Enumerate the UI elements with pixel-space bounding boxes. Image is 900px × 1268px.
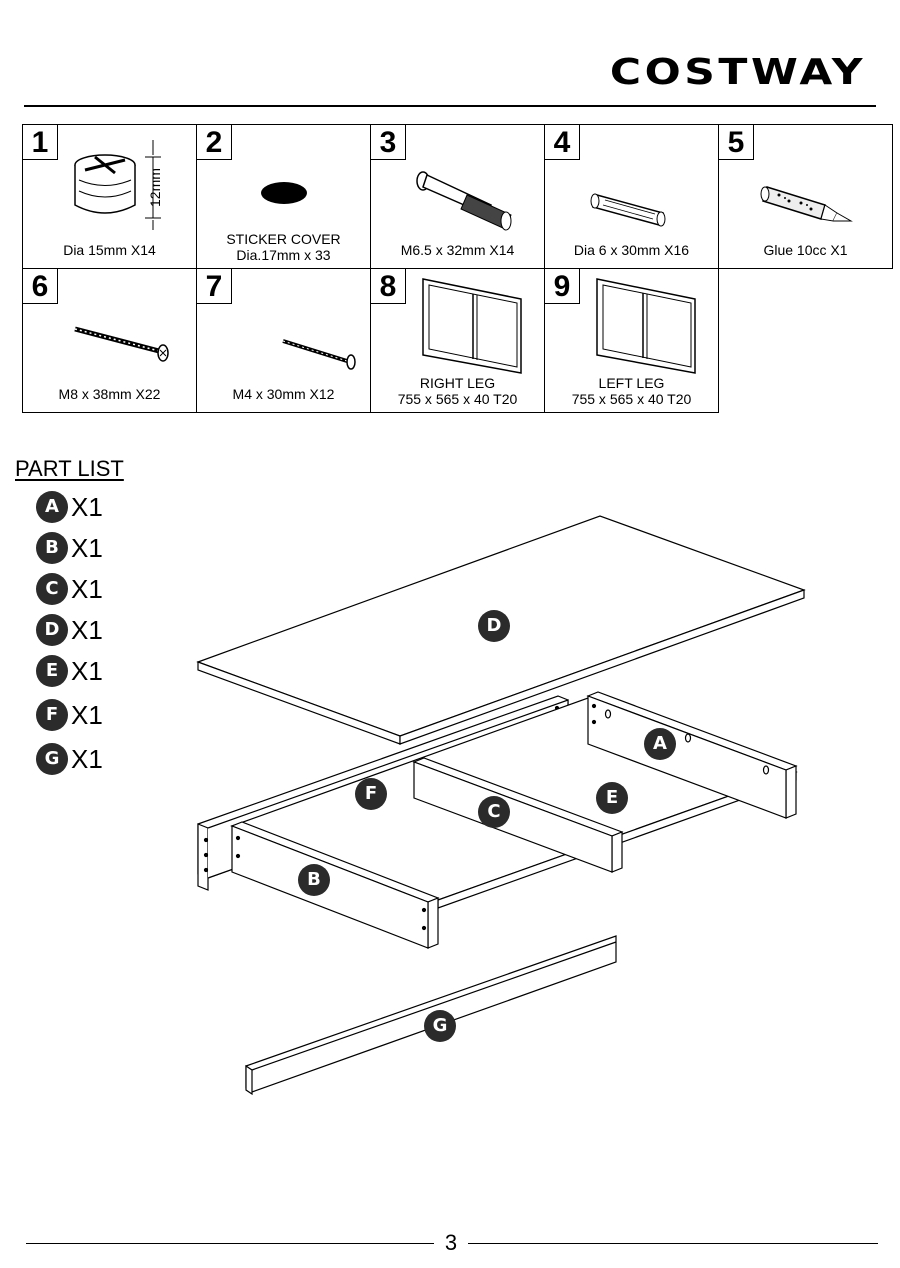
hardware-cell-7: 7 M4 x 30mm X12 [196,268,371,413]
header-rule [24,105,876,107]
diagram-label-d: D [478,610,510,642]
dimension-label: 12mm [147,168,163,207]
hardware-caption: M8 x 38mm X22 [23,386,196,402]
hardware-caption: RIGHT LEG 755 x 565 x 40 T20 [371,375,544,407]
diagram-label-a: A [644,728,676,760]
caption-line-2: 755 x 565 x 40 T20 [371,391,544,407]
diagram-label-e: E [596,782,628,814]
hardware-caption: Dia 15mm X14 [23,242,196,258]
hardware-cell-5: 5 Glue 10cc X1 [718,124,893,269]
caption-line-2: Dia.17mm x 33 [197,247,370,263]
footer-rule-left [26,1243,434,1244]
hardware-caption: Dia 6 x 30mm X16 [545,242,718,258]
hardware-caption: M4 x 30mm X12 [197,386,370,402]
diagram-label-f: F [355,778,387,810]
diagram-label-g: G [424,1010,456,1042]
caption-line-1: LEFT LEG [545,375,718,391]
page-number: 3 [438,1230,464,1256]
diagram-labels: D A F E C B G [0,500,900,1120]
hardware-caption: LEFT LEG 755 x 565 x 40 T20 [545,375,718,407]
hardware-cell-8: 8 RIGHT LEG 755 x 565 x 40 T20 [370,268,545,413]
caption-line-2: 755 x 565 x 40 T20 [545,391,718,407]
diagram-label-b: B [298,864,330,896]
hardware-cell-2: 2 STICKER COVER Dia.17mm x 33 [196,124,371,269]
hardware-caption: STICKER COVER Dia.17mm x 33 [197,231,370,263]
hardware-cell-3: 3 M6.5 x 32mm X14 [370,124,545,269]
brand-logo: COSTWAY [610,52,866,93]
hardware-caption: Glue 10cc X1 [719,242,892,258]
hardware-cell-9: 9 LEFT LEG 755 x 565 x 40 T20 [544,268,719,413]
hardware-cell-4: 4 Dia 6 x 30mm X16 [544,124,719,269]
hardware-cell-1: 1 12mm Dia 15mm X14 [22,124,197,269]
hardware-caption: M6.5 x 32mm X14 [371,242,544,258]
footer-rule-right [468,1243,878,1244]
caption-line-1: RIGHT LEG [371,375,544,391]
diagram-label-c: C [478,796,510,828]
caption-line-1: STICKER COVER [197,231,370,247]
part-list-title: PART LIST [15,456,124,482]
hardware-cell-6: 6 M8 x 38mm X22 [22,268,197,413]
